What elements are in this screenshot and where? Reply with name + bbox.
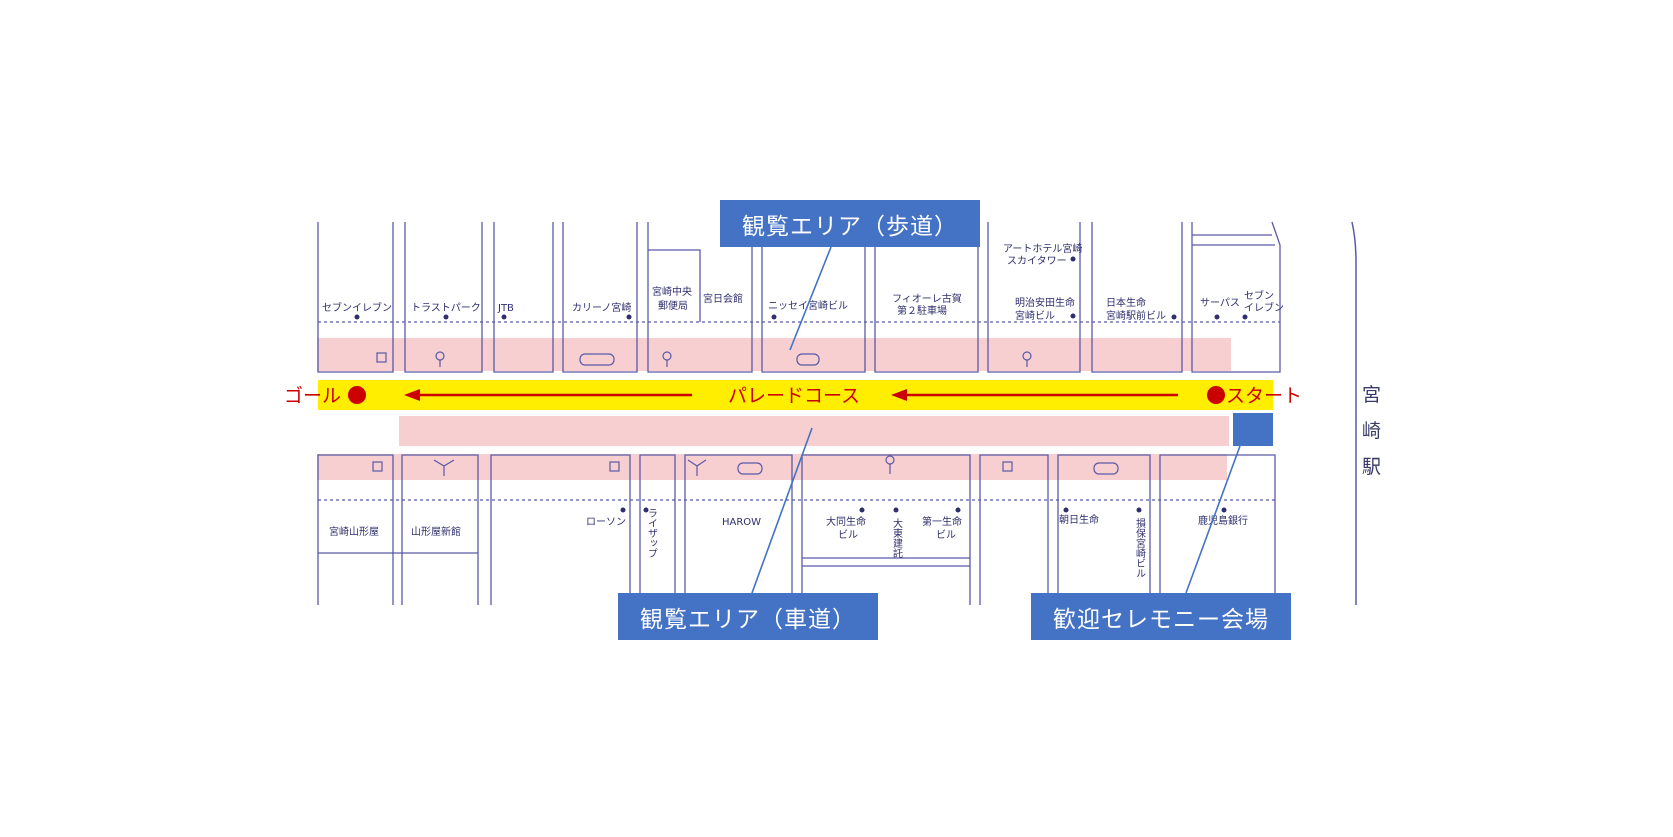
building-label: HAROW [722,517,761,528]
building-label: 宮崎駅前ビル [1106,309,1166,322]
north-building-dots [354,256,1248,320]
rail-line [1351,221,1357,605]
building-label: サーパス [1200,297,1240,309]
building-label: スカイタワー [1007,255,1067,267]
building-label: トラストパーク [411,302,481,314]
bus-stop-symbol [1093,462,1119,475]
building-label: ローソン [586,517,626,528]
building-label: 第一生命 [922,515,962,528]
road-viewing-area [399,416,1229,446]
parking-symbol [376,352,387,363]
building-label: 日本生命 [1106,296,1146,309]
station-label-3: 駅 [1362,456,1382,478]
building-label: 第２駐車場 [897,304,947,317]
building-label: アートホテル宮崎 [1003,242,1082,255]
parking-symbol [1002,461,1013,472]
building-label: ビル [936,529,956,541]
tree-symbol [687,459,707,476]
parking-symbol [372,461,383,472]
building-label: 損保宮崎ビル [1134,517,1146,578]
building-label: 大同生命 [826,515,866,528]
station-label-2: 崎 [1362,420,1382,442]
route-arrows [404,389,1178,401]
south-building-labels: 宮崎山形屋 山形屋新館 ローソン ライザップ HAROW 大同生命 ビル 大東建… [329,508,1248,578]
callout-ceremony-venue: 歓迎セレモニー会場 [1031,593,1291,640]
start-dot [1207,386,1225,404]
south-sidewalk-viewing-area [317,454,1227,480]
building-label: 鹿児島銀行 [1198,514,1248,527]
building-label: カリーノ宮崎 [572,301,631,314]
building-label: 宮日会館 [703,292,743,305]
building-label: 山形屋新館 [411,525,461,538]
south-blocks [317,454,1276,605]
goal-dot [348,386,366,404]
building-label: 宮崎山形屋 [329,525,379,538]
map-symbols [372,351,1119,476]
ceremony-venue-marker [1233,413,1273,446]
building-label: セブン [1244,289,1274,302]
building-label: JTB [497,303,514,314]
building-label: セブンイレブン [322,301,392,314]
building-label: ビル [838,529,858,541]
parade-course-label: パレードコース [728,385,860,407]
callout-sidewalk-viewing-area: 観覧エリア（歩道） [720,200,980,247]
building-label: 大東建託 [891,517,903,559]
north-blocks [317,221,1281,373]
building-label: 宮崎中央 [652,285,692,298]
building-label: イレブン [1244,301,1284,314]
south-building-dots [620,507,1227,513]
parking-symbol [609,461,620,472]
building-label: 郵便局 [658,299,688,312]
north-building-labels: セブンイレブン トラストパーク JTB カリーノ宮崎 宮崎中央 郵便局 宮日会館… [322,242,1284,322]
bus-stop-symbol [579,353,615,366]
building-label: ライザップ [646,508,658,558]
bus-stop-symbol [737,462,763,475]
building-label: フィオーレ古賀 [892,292,962,305]
station-label-1: 宮 [1362,384,1382,406]
building-label: 明治安田生命 [1015,296,1075,309]
building-label: 宮崎ビル [1015,309,1055,322]
callout-leaders [751,246,1241,594]
bus-stop-symbol [796,353,820,366]
north-sidewalk-viewing-area [317,338,1231,371]
start-label: スタート [1226,385,1302,407]
goal-label: ゴール [284,385,341,407]
building-label: 朝日生命 [1059,513,1099,526]
tree-symbol [433,459,455,476]
callout-road-viewing-area: 観覧エリア（車道） [618,593,878,640]
